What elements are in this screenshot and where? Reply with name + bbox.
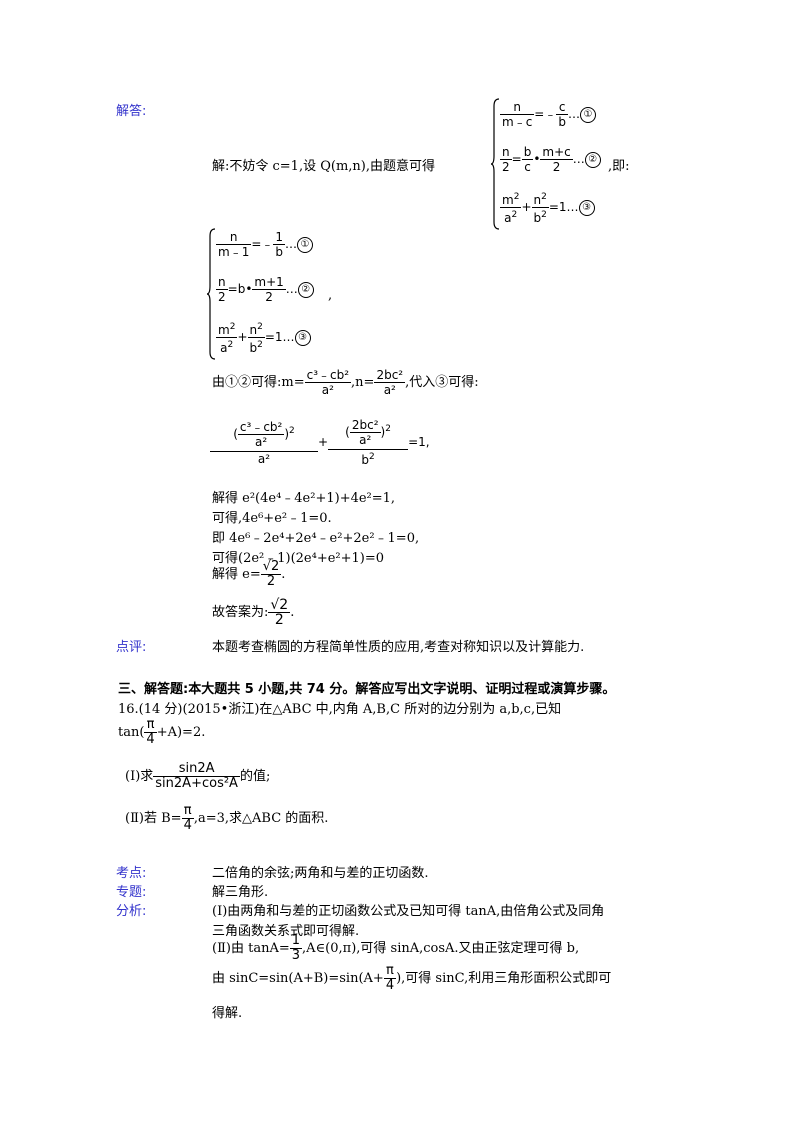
solve-intro: 解:不妨令 c=1,设 Q(m,n),由题意可得	[212, 159, 435, 174]
circle-1: ①	[579, 106, 596, 123]
section-title: 三、解答题:本大题共 5 小题,共 74 分。解答应写出文字说明、证明过程或演算…	[118, 682, 616, 697]
step-3: 即 4e⁶﹣2e⁴+2e⁴﹣e²+2e²﹣1=0,	[212, 531, 420, 546]
after-system1: ,即:	[608, 159, 630, 174]
step-1: 解得 e²(4e⁴﹣4e²+1)+4e²=1,	[212, 491, 396, 506]
fenxi-label: 分析:	[116, 904, 147, 919]
fenxi-1a: (Ⅰ)由两角和与差的正切函数公式及已知可得 tanA,由倍角公式及同角	[212, 904, 605, 919]
step-2: 可得,4e⁶+e²﹣1=0.	[212, 511, 332, 526]
kaodian-text: 二倍角的余弦;两角和与差的正切函数.	[212, 866, 429, 881]
solution-label: 解答:	[116, 104, 147, 119]
circle-3: ③	[294, 329, 311, 346]
fenxi-2c: 得解.	[212, 1006, 243, 1021]
fenxi-1b: 三角函数关系式即可得解.	[212, 924, 360, 939]
left-brace	[206, 228, 216, 360]
comment-text: 本题考查椭圆的方程简单性质的应用,考查对称知识以及计算能力.	[212, 640, 585, 655]
comment-label: 点评:	[116, 640, 147, 655]
circle-3: ③	[578, 199, 595, 216]
step-4: 可得(2e²﹣1)(2e⁴+e²+1)=0	[212, 551, 385, 566]
left-brace	[490, 98, 500, 230]
after-system2: ,	[328, 288, 333, 303]
zhuanti-text: 解三角形.	[212, 885, 269, 900]
kaodian-label: 考点:	[116, 866, 147, 881]
zhuanti-label: 专题:	[116, 885, 147, 900]
q16-intro: 16.(14 分)(2015•浙江)在△ABC 中,内角 A,B,C 所对的边分…	[118, 702, 562, 717]
circle-2: ②	[297, 281, 314, 298]
circle-1: ①	[297, 236, 314, 253]
circle-2: ②	[584, 151, 601, 168]
